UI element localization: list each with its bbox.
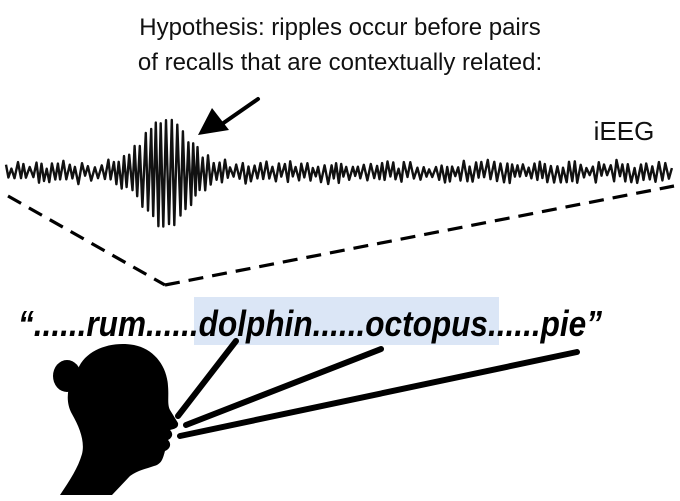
word-dolphin: dolphin bbox=[199, 303, 313, 344]
arrow-icon bbox=[198, 97, 260, 135]
zoom-dashed-line-left bbox=[7, 194, 166, 287]
word-octopus: octopus bbox=[365, 303, 488, 344]
recall-sequence: “......rum......dolphin......octopus....… bbox=[18, 303, 602, 344]
speech-line-octopus bbox=[183, 346, 384, 428]
dots-1: ...... bbox=[34, 303, 87, 344]
zoom-dashed-line-right bbox=[164, 184, 675, 287]
head-silhouette-icon bbox=[53, 344, 179, 495]
hypothesis-line-1: Hypothesis: ripples occur before pairs bbox=[139, 14, 541, 41]
related-pair-highlight bbox=[194, 297, 499, 345]
word-pie: pie bbox=[540, 303, 586, 344]
speech-line-dolphin bbox=[175, 338, 239, 419]
hypothesis-line-2: of recalls that are contextually related… bbox=[138, 49, 542, 76]
ieeg-trace bbox=[4, 118, 674, 228]
close-quote: ” bbox=[586, 303, 602, 344]
dots-3: ...... bbox=[313, 303, 366, 344]
ieeg-label: iEEG bbox=[594, 116, 655, 146]
speech-line-pie bbox=[177, 349, 580, 439]
dots-4: ...... bbox=[488, 303, 541, 344]
word-rum: rum bbox=[86, 303, 146, 344]
dots-2: ...... bbox=[146, 303, 199, 344]
open-quote: “ bbox=[18, 303, 34, 344]
